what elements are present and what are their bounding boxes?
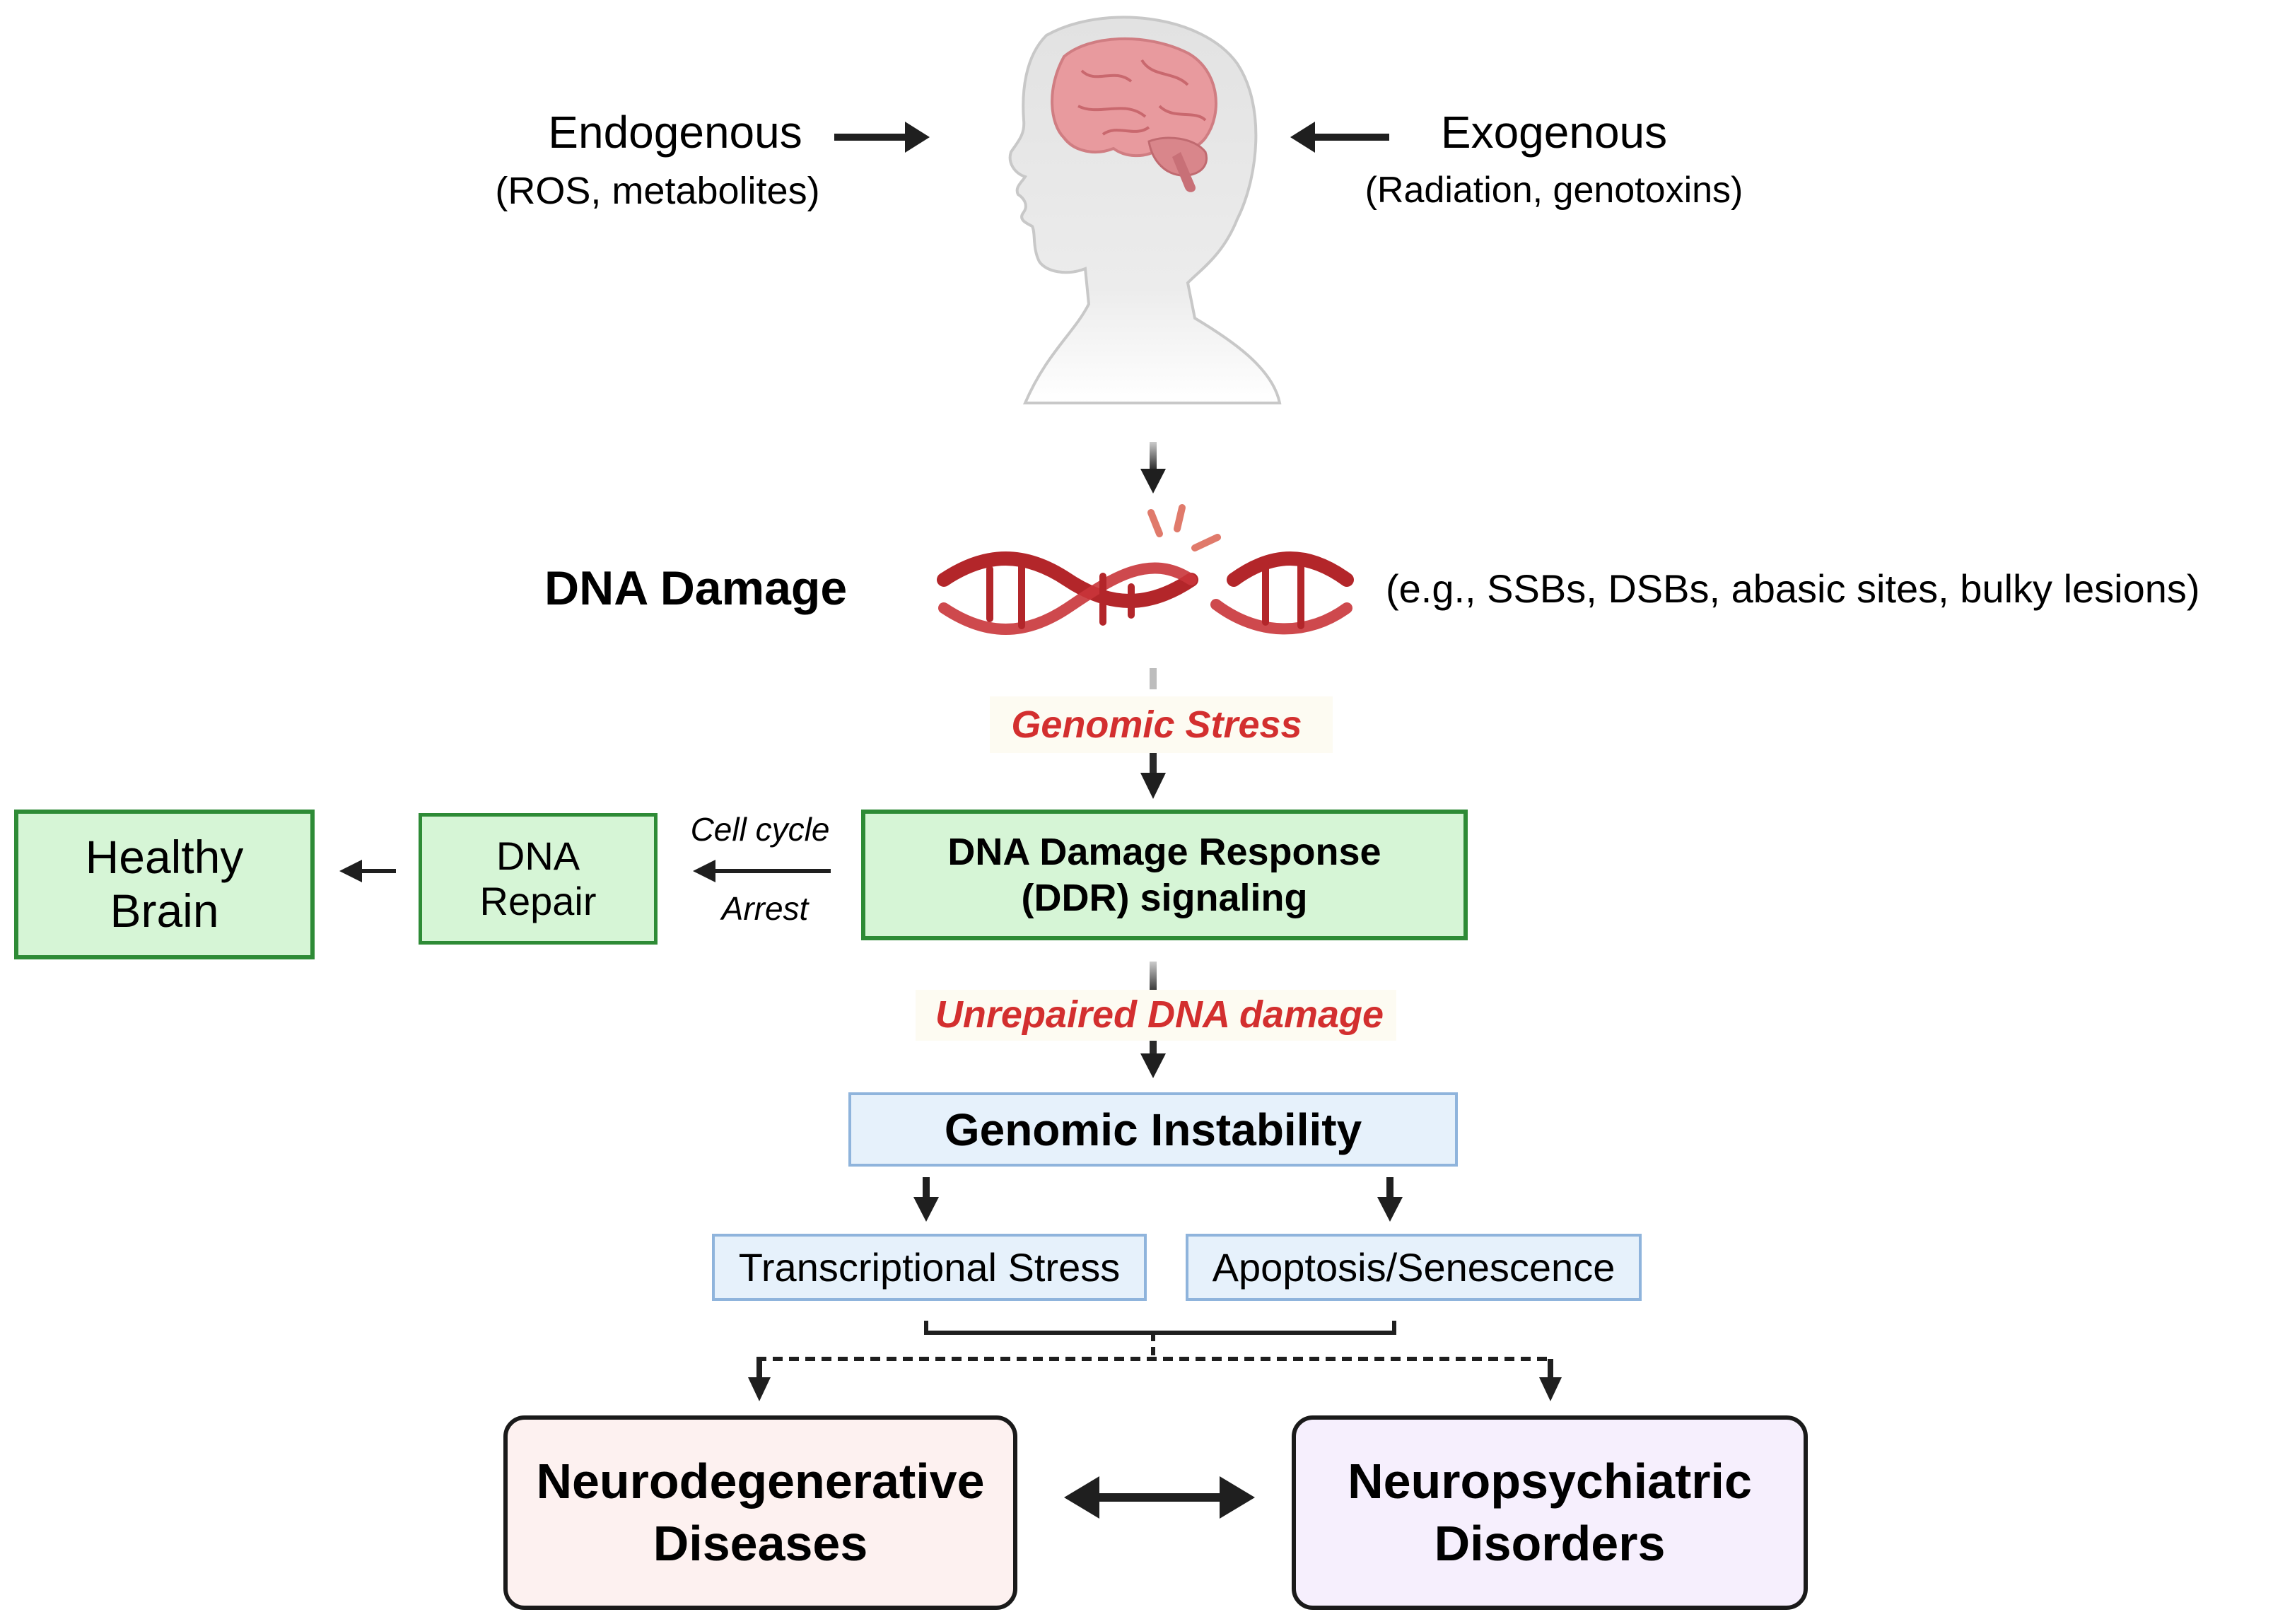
genomic-instability-label: Genomic Instability	[944, 1104, 1362, 1155]
apoptosis-box: Apoptosis/Senescence	[1186, 1234, 1642, 1301]
arrest-arrow	[693, 860, 831, 882]
exogenous-label: Exogenous	[1440, 107, 1668, 158]
cell-cycle-label: Cell cycle	[690, 811, 830, 848]
neurodegenerative-line2: Diseases	[653, 1515, 868, 1571]
endogenous-detail: (ROS, metabolites)	[495, 170, 820, 212]
dna-damage-label: DNA Damage	[544, 561, 848, 615]
ddr-line1: DNA Damage Response	[947, 830, 1381, 873]
arrow-to-dna-damage	[1140, 442, 1166, 493]
dna-icon	[937, 504, 1354, 635]
dna-repair-line1: DNA	[496, 833, 580, 878]
endogenous-arrow	[834, 122, 930, 153]
head-icon	[1008, 16, 1282, 404]
apoptosis-label: Apoptosis/Senescence	[1212, 1245, 1615, 1290]
unrepaired-tag	[916, 990, 1396, 1041]
neuropsychiatric-line2: Disorders	[1434, 1515, 1666, 1571]
neuropsychiatric-box: Neuropsychiatric Disorders	[1292, 1415, 1808, 1610]
ddr-line2: (DDR) signaling	[1021, 876, 1308, 919]
bidirectional-arrow	[1064, 1476, 1255, 1519]
neurodegenerative-line1: Neurodegenerative	[536, 1454, 985, 1509]
repair-to-healthy-arrow	[339, 860, 396, 882]
arrow-to-apoptosis	[1377, 1177, 1403, 1222]
arrow-to-ddr	[1140, 668, 1166, 799]
healthy-brain-line2: Brain	[110, 884, 219, 937]
ddr-box: DNA Damage Response (DDR) signaling	[861, 810, 1468, 940]
outcome-bracket	[748, 1321, 1562, 1401]
genomic-stress-tag	[990, 696, 1333, 753]
dna-repair-line2: Repair	[479, 879, 597, 923]
genomic-instability-box: Genomic Instability	[848, 1092, 1458, 1167]
exogenous-detail: (Radiation, genotoxins)	[1365, 170, 1743, 211]
healthy-brain-line1: Healthy	[85, 831, 244, 884]
exogenous-arrow	[1290, 122, 1389, 153]
transcriptional-stress-label: Transcriptional Stress	[738, 1245, 1121, 1290]
dna-repair-box: DNA Repair	[419, 813, 658, 945]
unrepaired-label: Unrepaired DNA damage	[935, 993, 1384, 1036]
transcriptional-stress-box: Transcriptional Stress	[712, 1234, 1147, 1301]
healthy-brain-box: Healthy Brain	[14, 810, 315, 959]
genomic-stress-label: Genomic Stress	[1011, 703, 1302, 746]
arrest-label: Arrest	[721, 890, 809, 927]
dna-damage-examples: (e.g., SSBs, DSBs, abasic sites, bulky l…	[1386, 566, 2200, 611]
neurodegenerative-box: Neurodegenerative Diseases	[503, 1415, 1017, 1610]
arrow-to-transcriptional	[913, 1177, 939, 1222]
endogenous-label: Endogenous	[548, 107, 802, 158]
arrow-to-genomic-instability	[1140, 962, 1166, 1078]
neuropsychiatric-line1: Neuropsychiatric	[1348, 1454, 1752, 1509]
